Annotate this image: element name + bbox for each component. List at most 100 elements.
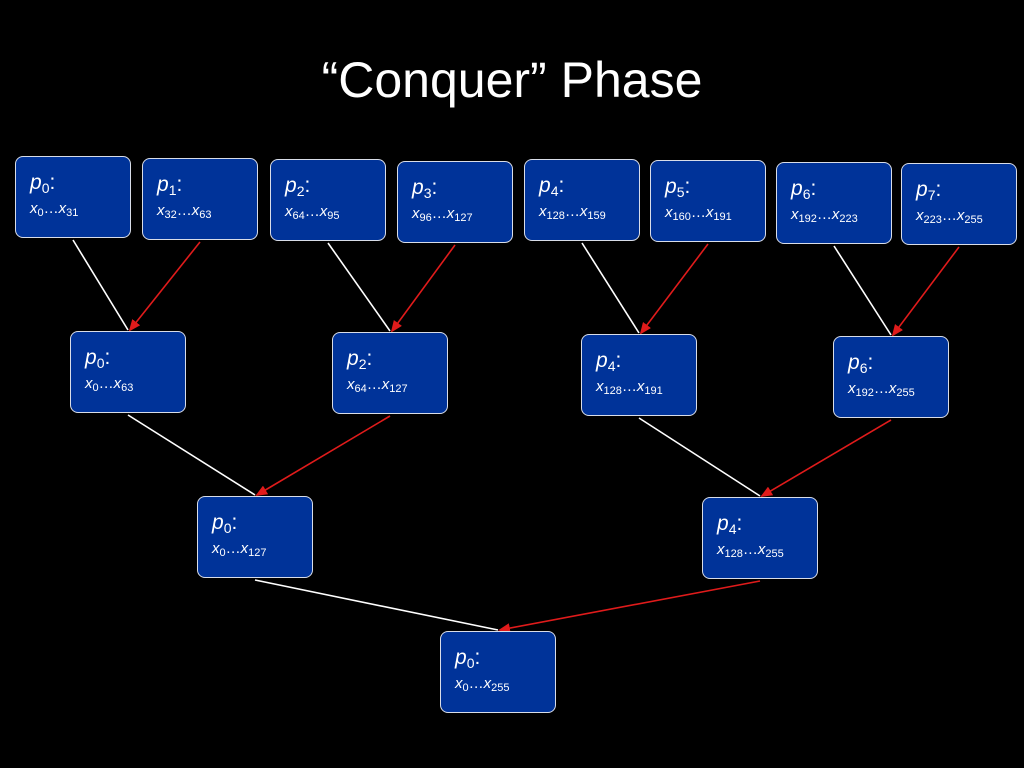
tree-edge-left — [127, 414, 256, 496]
node-range-label: x64…x95 — [285, 203, 340, 222]
processor-index: 0 — [41, 180, 50, 196]
tree-edge-right-arrow — [891, 246, 960, 337]
tree-node-n4: p4: x128…x159 — [524, 159, 640, 241]
node-processor-label: p3: — [412, 176, 438, 201]
range-start-index: 0 — [462, 682, 469, 694]
range-start-index: 192 — [798, 213, 817, 225]
node-range-label: x64…x127 — [347, 376, 408, 395]
tree-edge-right-arrow — [498, 580, 761, 634]
node-range-label: x128…x159 — [539, 203, 606, 222]
tree-edge-right-arrow — [128, 241, 201, 332]
node-processor-label: p4: — [539, 174, 565, 199]
processor-index: 0 — [96, 355, 105, 371]
range-end-index: 255 — [765, 548, 784, 560]
node-range-label: x96…x127 — [412, 205, 473, 224]
range-start-index: 128 — [603, 385, 622, 397]
processor-index: 0 — [223, 520, 232, 536]
range-start-index: 96 — [419, 212, 432, 224]
range-start-index: 128 — [546, 210, 565, 222]
tree-edge-left — [581, 242, 640, 334]
tree-node-m3: p6: x192…x255 — [833, 336, 949, 418]
processor-index: 2 — [296, 183, 305, 199]
node-processor-label: p6: — [791, 177, 817, 202]
tree-node-m1: p2: x64…x127 — [332, 332, 448, 414]
tree-node-n7: p7: x223…x255 — [901, 163, 1017, 245]
tree-node-n6: p6: x192…x223 — [776, 162, 892, 244]
range-start-index: 0 — [92, 382, 99, 394]
processor-index: 6 — [859, 360, 868, 376]
range-end-index: 223 — [839, 213, 858, 225]
tree-node-r0: p0:x0…x255 — [440, 631, 556, 713]
node-range-label: x192…x255 — [848, 380, 915, 399]
range-end-index: 127 — [248, 547, 267, 559]
processor-index: 5 — [676, 184, 685, 200]
tree-edge-left — [72, 239, 129, 331]
range-start-index: 0 — [219, 547, 226, 559]
node-range-label: x0…x63 — [85, 375, 134, 394]
range-end-index: 255 — [964, 214, 983, 226]
processor-index: 4 — [728, 521, 737, 537]
node-range-label: x128…x191 — [596, 378, 663, 397]
node-processor-label: p5: — [665, 175, 691, 200]
range-end-index: 63 — [121, 382, 134, 394]
range-start-index: 64 — [354, 383, 367, 395]
processor-index: 6 — [802, 186, 811, 202]
range-end-index: 159 — [587, 210, 606, 222]
tree-node-q1: p4: x128…x255 — [702, 497, 818, 579]
node-processor-label: p7: — [916, 178, 942, 203]
processor-index: 3 — [423, 185, 432, 201]
node-range-label: x192…x223 — [791, 206, 858, 225]
processor-index: 0 — [466, 655, 475, 671]
range-end-index: 95 — [327, 210, 340, 222]
range-end-index: 255 — [896, 387, 915, 399]
range-start-index: 223 — [923, 214, 942, 226]
tree-node-n3: p3: x96…x127 — [397, 161, 513, 243]
node-processor-label: p6: — [848, 351, 874, 376]
node-processor-label: p0: — [212, 511, 238, 536]
processor-index: 4 — [550, 183, 559, 199]
range-start-index: 0 — [37, 207, 44, 219]
range-end-index: 191 — [713, 211, 732, 223]
range-start-index: 64 — [292, 210, 305, 222]
tree-edge-left — [833, 245, 892, 336]
node-processor-label: p1: — [157, 173, 183, 198]
tree-edge-left — [327, 242, 391, 332]
node-range-label: x160…x191 — [665, 204, 732, 223]
node-processor-label: p0: — [30, 171, 56, 196]
tree-edge-right-arrow — [390, 244, 456, 333]
tree-edge-right-arrow — [760, 419, 892, 498]
tree-node-n5: p5: x160…x191 — [650, 160, 766, 242]
tree-edge-left — [254, 579, 499, 631]
range-end-index: 127 — [454, 212, 473, 224]
tree-edge-right-arrow — [639, 243, 709, 335]
range-start-index: 32 — [164, 209, 177, 221]
range-end-index: 127 — [389, 383, 408, 395]
node-processor-label: p4: — [717, 512, 743, 537]
node-range-label: x223…x255 — [916, 207, 983, 226]
tree-node-n1: p1: x32…x63 — [142, 158, 258, 240]
node-range-label: x32…x63 — [157, 202, 212, 221]
tree-node-q0: p0: x0…x127 — [197, 496, 313, 578]
tree-node-m2: p4: x128…x191 — [581, 334, 697, 416]
tree-edge-left — [638, 417, 761, 497]
node-processor-label: p2: — [285, 174, 311, 199]
slide-title: “Conquer” Phase — [321, 52, 703, 108]
node-processor-label: p2: — [347, 347, 373, 372]
processor-index: 7 — [927, 187, 936, 203]
range-end-index: 63 — [199, 209, 212, 221]
tree-node-m0: p0: x0…x63 — [70, 331, 186, 413]
processor-index: 2 — [358, 356, 367, 372]
node-range-label: x0…x255 — [455, 675, 510, 694]
node-range-label: x0…x127 — [212, 540, 267, 559]
node-processor-label: p0: — [85, 346, 111, 371]
node-range-label: x128…x255 — [717, 541, 784, 560]
tree-node-n0: p0: x0…x31 — [15, 156, 131, 238]
node-range-label: x0…x31 — [30, 200, 79, 219]
processor-index: 4 — [607, 358, 616, 374]
node-processor-label: p4: — [596, 349, 622, 374]
tree-node-n2: p2: x64…x95 — [270, 159, 386, 241]
range-start-index: 192 — [855, 387, 874, 399]
range-start-index: 128 — [724, 548, 743, 560]
range-start-index: 160 — [672, 211, 691, 223]
